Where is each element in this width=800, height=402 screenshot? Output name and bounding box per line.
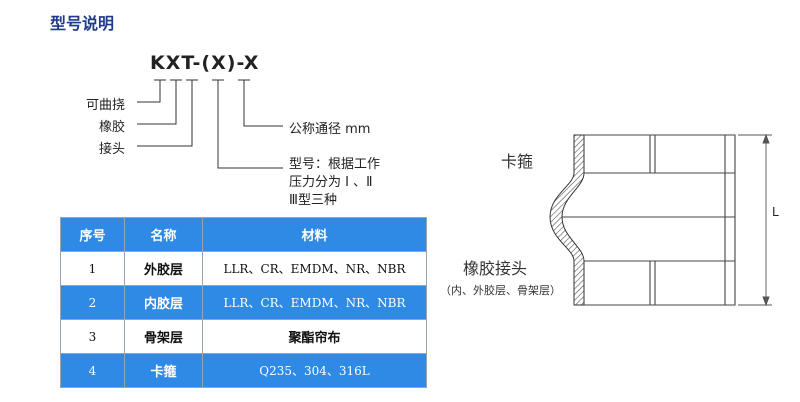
type-note-line-1: 型号：根据工作 <box>289 157 381 172</box>
clamp-label: 卡箍 <box>501 152 534 171</box>
cell-material: Q235、304、316L <box>202 353 427 388</box>
type-note-line-3: Ⅲ型三种 <box>289 193 337 208</box>
cell-name: 卡箍 <box>124 353 203 388</box>
cell-material: LLR、CR、EMDM、NR、NBR <box>202 285 427 320</box>
header-material: 材料 <box>202 217 427 252</box>
page-title: 型号说明 <box>50 14 115 33</box>
size-note: 公称通径 mm <box>289 122 371 137</box>
part-label-joint: 接头 <box>99 142 126 157</box>
rubber-joint-section-drawing <box>549 133 772 307</box>
dimension-label: L <box>772 205 779 219</box>
cell-no: 1 <box>60 251 125 286</box>
cell-no: 2 <box>60 285 125 320</box>
table-row: 2 内胶层 LLR、CR、EMDM、NR、NBR <box>60 285 427 320</box>
rubber-wall <box>549 134 585 306</box>
type-note-line-2: 压力分为 Ⅰ 、Ⅱ <box>289 175 373 190</box>
model-code: KXT-(X)-X <box>150 52 260 74</box>
part-label-flexible: 可曲挠 <box>86 98 126 113</box>
table-row: 3 骨架层 聚酯帘布 <box>60 319 427 354</box>
cell-name: 内胶层 <box>124 285 203 320</box>
material-table: 序号 名称 材料 1 外胶层 LLR、CR、EMDM、NR、NBR 2 内胶层 … <box>60 217 427 388</box>
dimension-line <box>738 133 772 307</box>
cell-no: 3 <box>60 319 125 354</box>
header-no: 序号 <box>60 217 125 252</box>
cell-material: 聚酯帘布 <box>202 319 427 354</box>
table-header-row: 序号 名称 材料 <box>60 217 427 252</box>
table-row: 4 卡箍 Q235、304、316L <box>60 353 427 388</box>
table-row: 1 外胶层 LLR、CR、EMDM、NR、NBR <box>60 251 427 286</box>
header-name: 名称 <box>124 217 203 252</box>
cell-material: LLR、CR、EMDM、NR、NBR <box>202 251 427 286</box>
part-label-rubber: 橡胶 <box>99 120 126 135</box>
cell-name: 外胶层 <box>124 251 203 286</box>
cell-no: 4 <box>60 353 125 388</box>
body-outline <box>584 134 736 306</box>
body-label: 橡胶接头 <box>463 259 528 278</box>
cell-name: 骨架层 <box>124 319 203 354</box>
body-sublabel: （内、外胶层、骨架层） <box>440 284 561 297</box>
